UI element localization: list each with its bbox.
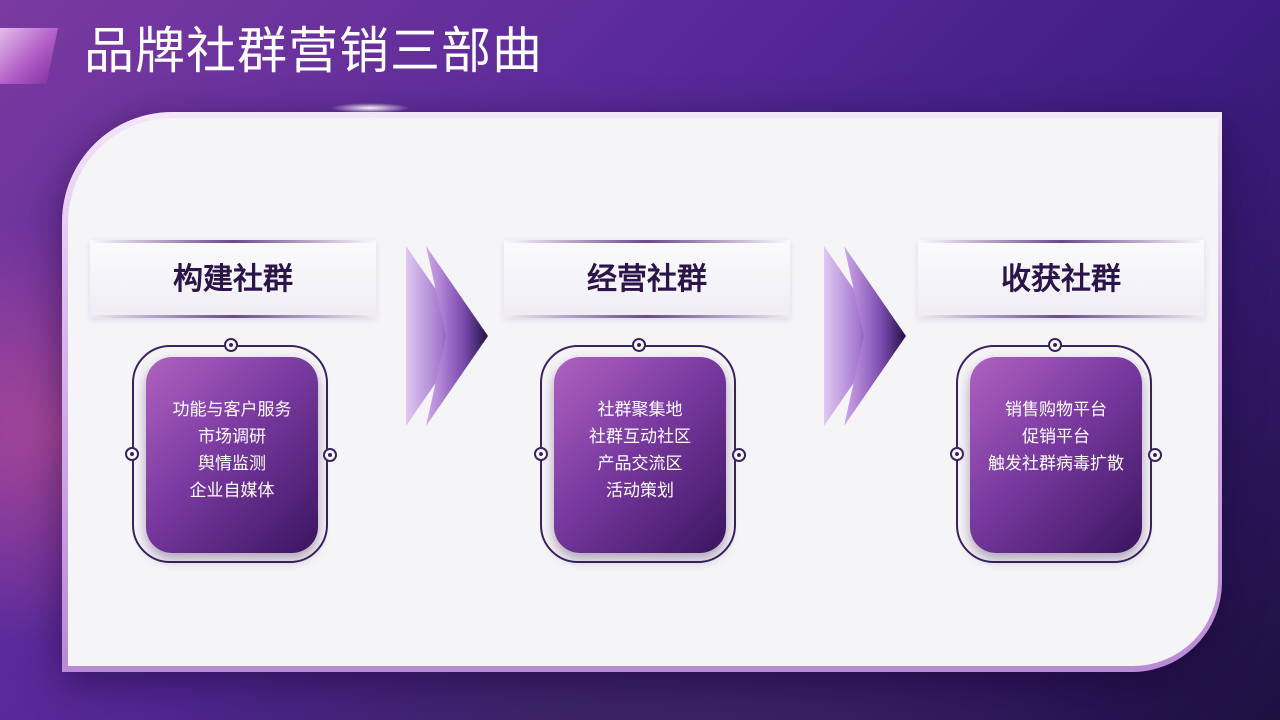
stage-harvest: 收获社群 销售购物平台 促销平台 触发社群病毒扩散 (918, 0, 1208, 720)
list-item: 舆情监测 (198, 454, 266, 474)
list-item: 活动策划 (606, 481, 674, 501)
stage-header: 构建社群 (90, 240, 376, 318)
list-item: 社群互动社区 (589, 427, 691, 447)
stage-title: 构建社群 (173, 262, 293, 297)
chevron-right-icon (406, 246, 488, 426)
list-item: 销售购物平台 (1005, 400, 1107, 420)
stage-header: 经营社群 (504, 240, 790, 318)
list-item: 触发社群病毒扩散 (988, 454, 1124, 474)
chevron-right-icon (824, 246, 906, 426)
connector-dot-top (632, 338, 646, 352)
connector-dot-right (732, 448, 746, 462)
connector-dot-left (125, 447, 139, 461)
list-item: 促销平台 (1022, 427, 1090, 447)
connector-dot-left (534, 447, 548, 461)
card: 销售购物平台 促销平台 触发社群病毒扩散 (970, 357, 1142, 553)
stage-build: 构建社群 功能与客户服务 市场调研 舆情监测 企业自媒体 (90, 0, 380, 720)
card-item-list: 销售购物平台 促销平台 触发社群病毒扩散 (970, 397, 1142, 478)
connector-dot-top (224, 338, 238, 352)
card: 功能与客户服务 市场调研 舆情监测 企业自媒体 (146, 357, 318, 553)
connector-dot-right (323, 448, 337, 462)
page-title: 品牌社群营销三部曲 (84, 22, 543, 80)
stage-title: 收获社群 (1001, 262, 1121, 297)
list-item: 社群聚集地 (597, 400, 683, 420)
card-item-list: 功能与客户服务 市场调研 舆情监测 企业自媒体 (146, 397, 318, 505)
connector-dot-left (950, 447, 964, 461)
list-item: 企业自媒体 (189, 481, 275, 501)
list-item: 功能与客户服务 (172, 400, 292, 420)
connector-dot-right (1148, 448, 1162, 462)
card: 社群聚集地 社群互动社区 产品交流区 活动策划 (554, 357, 726, 553)
connector-dot-top (1048, 338, 1062, 352)
panel-glow-highlight (330, 103, 410, 113)
title-accent-tab (0, 28, 58, 84)
stage-operate: 经营社群 社群聚集地 社群互动社区 产品交流区 活动策划 (504, 0, 794, 720)
stage-header: 收获社群 (918, 240, 1204, 318)
card-item-list: 社群聚集地 社群互动社区 产品交流区 活动策划 (554, 397, 726, 505)
stage-title: 经营社群 (587, 262, 707, 297)
list-item: 产品交流区 (597, 454, 683, 474)
list-item: 市场调研 (198, 427, 266, 447)
